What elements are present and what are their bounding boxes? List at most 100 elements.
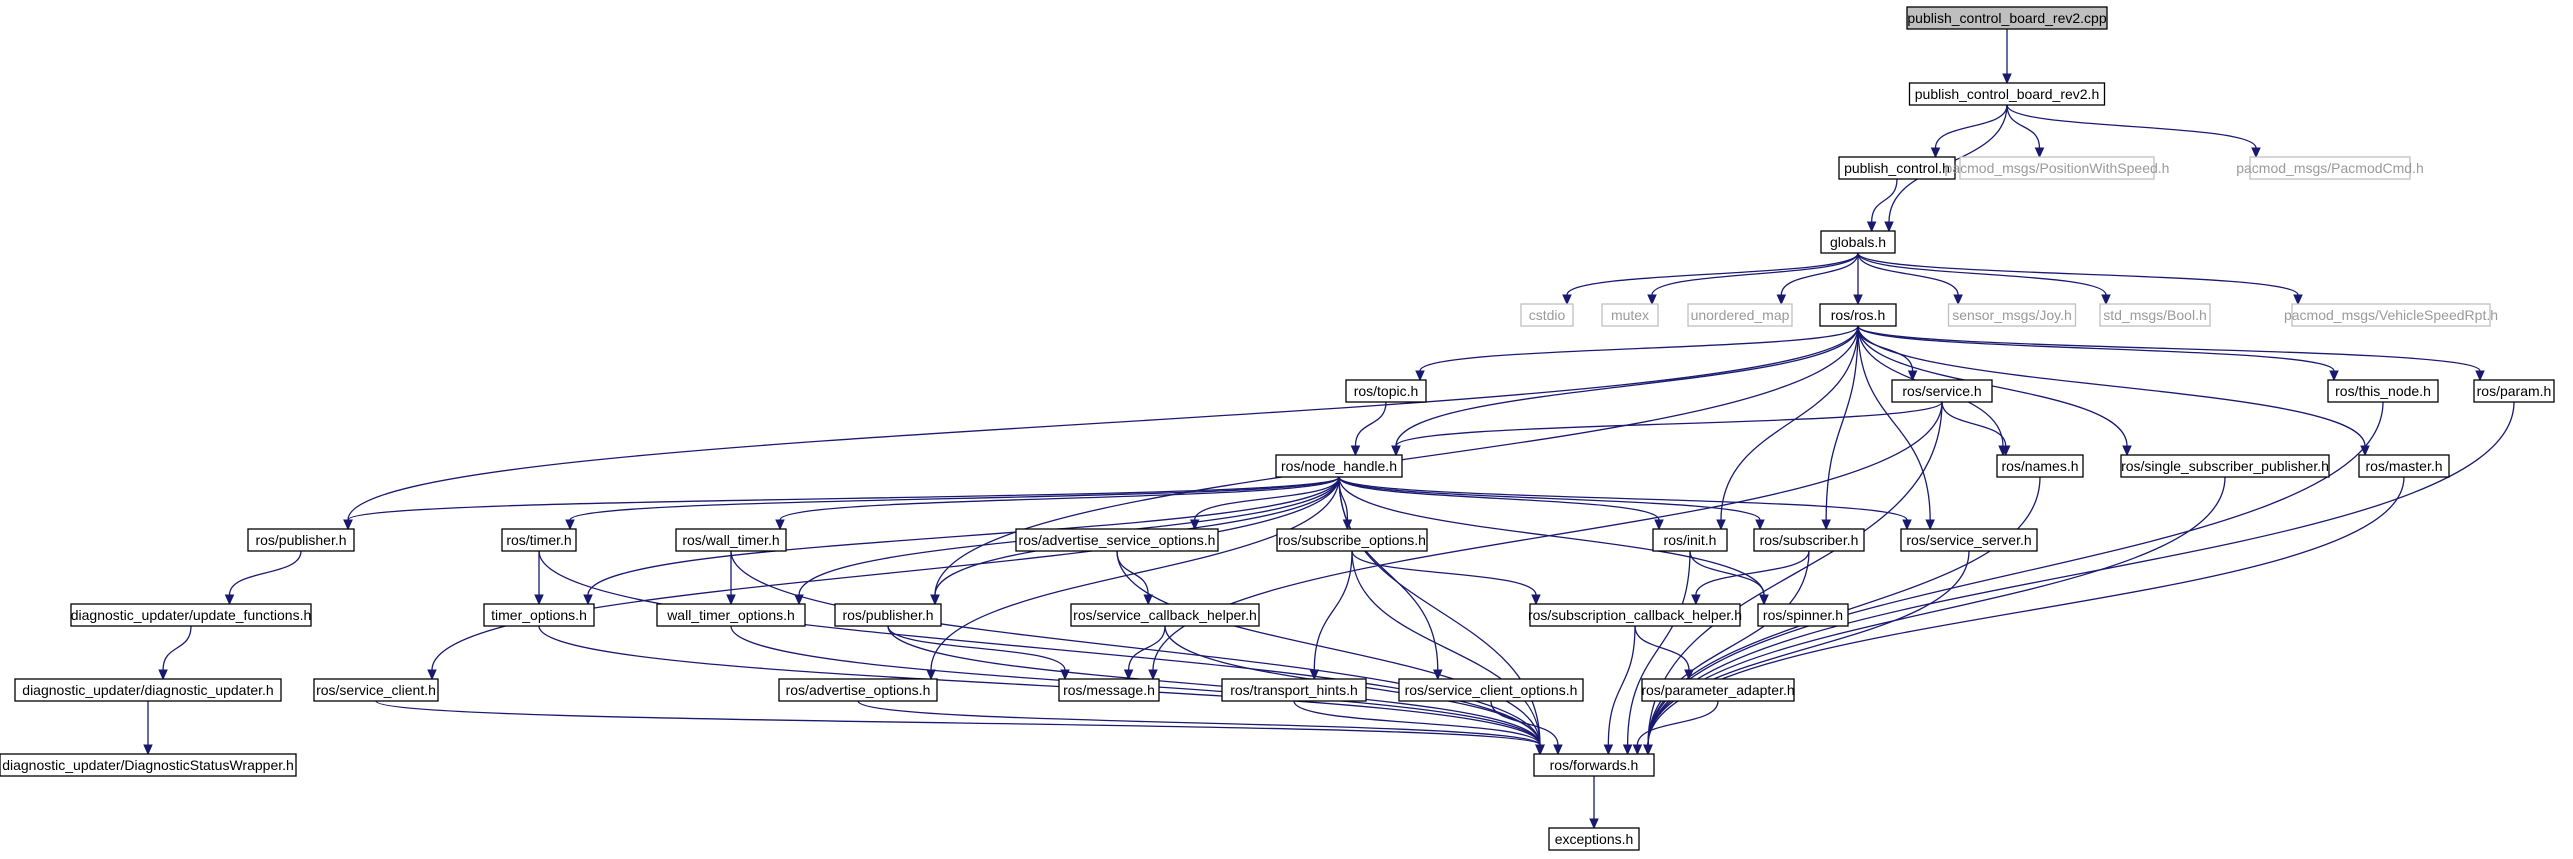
- node-box: [1996, 454, 2084, 478]
- edge-line: [1647, 550, 1810, 746]
- node-box: [313, 678, 439, 702]
- node-cstdio: cstdio: [1520, 303, 1574, 327]
- node-box: [1275, 454, 1403, 478]
- edge-arrowhead: [775, 519, 785, 531]
- node-box: [1221, 678, 1367, 702]
- node-ros-spinner-h[interactable]: ros/spinner.h: [1757, 603, 1849, 627]
- node-box: [1906, 6, 2108, 30]
- edge-line: [538, 550, 1541, 746]
- edge-arrowhead: [143, 744, 153, 756]
- edge-arrowhead: [2101, 294, 2111, 306]
- edge-n26-to-n35: [1689, 550, 1769, 606]
- node-label: diagnostic_updater/update_functions.h: [71, 607, 312, 623]
- edge-n9-to-n26: [1716, 325, 1859, 531]
- edge-arrowhead: [1755, 519, 1765, 531]
- node-box: [1838, 156, 1956, 180]
- node-ros-master-h[interactable]: ros/master.h: [2358, 454, 2450, 478]
- node-ros-publisher-h[interactable]: ros/publisher.h: [247, 528, 355, 552]
- node-box: [1345, 379, 1427, 403]
- node-label: ros/param.h: [2477, 383, 2552, 399]
- node-pacmod-msgs-positionwithspeed-h: pacmod_msgs/PositionWithSpeed.h: [1945, 156, 2169, 180]
- node-ros-service-client-h[interactable]: ros/service_client.h: [313, 678, 439, 702]
- edge-arrowhead: [1553, 744, 1563, 756]
- edge-n24-to-n44: [1116, 550, 1545, 756]
- node-ros-advertise-service-options-h[interactable]: ros/advertise_service_options.h: [1015, 528, 1219, 552]
- node-ros-subscriber-h[interactable]: ros/subscriber.h: [1753, 528, 1865, 552]
- edge-line: [587, 476, 1340, 596]
- edge-n5-to-n10: [1857, 252, 1963, 306]
- node-pacmod-msgs-pacmodcmd-h: pacmod_msgs/PacmodCmd.h: [2236, 156, 2424, 180]
- node-ros-transport-hints-h[interactable]: ros/transport_hints.h: [1221, 678, 1367, 702]
- node-ros-subscription-callback-helper-h[interactable]: ros/subscription_callback_helper.h: [1528, 603, 1742, 627]
- node-label: std_msgs/Bool.h: [2103, 307, 2207, 323]
- node-timer-options-h[interactable]: timer_options.h: [483, 603, 595, 627]
- node-ros-message-h[interactable]: ros/message.h: [1058, 678, 1160, 702]
- node-box: [1398, 678, 1584, 702]
- edge-n34-to-n42: [1634, 625, 1694, 681]
- node-ros-single-subscriber-publisher-h[interactable]: ros/single_subscriber_publisher.h: [2120, 454, 2330, 478]
- node-ros-node-handle-h[interactable]: ros/node_handle.h: [1275, 454, 1403, 478]
- node-ros-publisher-h[interactable]: ros/publisher.h: [834, 603, 942, 627]
- node-ros-wall-timer-h[interactable]: ros/wall_timer.h: [675, 528, 787, 552]
- edge-n33-to-n39: [1123, 625, 1166, 681]
- node-label: ros/service.h: [1902, 383, 1981, 399]
- edge-line: [2006, 104, 2257, 149]
- edge-n25-to-n40: [1309, 550, 1353, 681]
- node-label: ros/message.h: [1063, 682, 1155, 698]
- edge-line: [1338, 476, 1908, 521]
- node-box: [70, 603, 312, 627]
- node-label: publish_control_board_rev2.cpp: [1907, 10, 2106, 26]
- node-diagnostic-updater-update-functions-h[interactable]: diagnostic_updater/update_functions.h: [70, 603, 312, 627]
- node-ros-subscribe-options-h[interactable]: ros/subscribe_options.h: [1276, 528, 1428, 552]
- node-ros-service-h[interactable]: ros/service.h: [1891, 379, 1993, 403]
- edge-arrowhead: [1562, 294, 1572, 306]
- node-label: ros/subscriber.h: [1760, 532, 1859, 548]
- node-ros-names-h[interactable]: ros/names.h: [1996, 454, 2084, 478]
- node-wall-timer-options-h[interactable]: wall_timer_options.h: [656, 603, 806, 627]
- node-publish-control-board-rev2-cpp[interactable]: publish_control_board_rev2.cpp: [1906, 6, 2108, 30]
- node-label: pacmod_msgs/VehicleSpeedRpt.h: [2284, 307, 2498, 323]
- node-ros-parameter-adapter-h[interactable]: ros/parameter_adapter.h: [1641, 678, 1795, 702]
- node-ros-timer-h[interactable]: ros/timer.h: [501, 528, 577, 552]
- edge-n5-to-n7: [1647, 252, 1859, 306]
- node-box: [1520, 303, 1574, 327]
- edge-arrowhead: [1716, 519, 1726, 531]
- node-ros-advertise-options-h[interactable]: ros/advertise_options.h: [778, 678, 938, 702]
- node-ros-service-client-options-h[interactable]: ros/service_client_options.h: [1398, 678, 1584, 702]
- edge-arrowhead: [2293, 294, 2303, 306]
- edge-n25-to-n44: [1351, 550, 1545, 756]
- edge-line: [1857, 325, 2366, 447]
- node-label: ros/master.h: [2365, 458, 2442, 474]
- edge-line: [1651, 252, 1859, 296]
- node-label: ros/node_handle.h: [1281, 458, 1397, 474]
- node-ros-topic-h[interactable]: ros/topic.h: [1345, 379, 1427, 403]
- edge-arrowhead: [1884, 221, 1894, 233]
- edge-line: [1338, 476, 1660, 521]
- node-box: [834, 603, 942, 627]
- node-publish-control-h[interactable]: publish_control.h: [1838, 156, 1956, 180]
- node-exceptions-h[interactable]: exceptions.h: [1548, 827, 1640, 851]
- node-ros-this-node-h[interactable]: ros/this_node.h: [2327, 379, 2439, 403]
- edge-n34-to-n44: [1603, 625, 1636, 756]
- node-label: ros/single_subscriber_publisher.h: [2121, 458, 2329, 474]
- node-ros-service-server-h[interactable]: ros/service_server.h: [1900, 528, 2038, 552]
- node-globals-h[interactable]: globals.h: [1820, 230, 1896, 254]
- node-publish-control-board-rev2-h[interactable]: publish_control_board_rev2.h: [1908, 82, 2106, 106]
- node-diagnostic-updater-diagnosticstatuswrapper-h[interactable]: diagnostic_updater/DiagnosticStatusWrapp…: [0, 753, 297, 777]
- node-box: [1641, 678, 1795, 702]
- node-ros-ros-h[interactable]: ros/ros.h: [1819, 303, 1897, 327]
- node-label: ros/ros.h: [1831, 307, 1885, 323]
- node-ros-service-callback-helper-h[interactable]: ros/service_callback_helper.h: [1070, 603, 1260, 627]
- node-box: [1276, 528, 1428, 552]
- node-box: [1908, 82, 2106, 106]
- edge-arrowhead: [224, 594, 235, 606]
- edge-line: [1607, 625, 1636, 746]
- node-diagnostic-updater-diagnostic-updater-h[interactable]: diagnostic_updater/diagnostic_updater.h: [14, 678, 282, 702]
- node-ros-forwards-h[interactable]: ros/forwards.h: [1533, 753, 1655, 777]
- edge-n9-to-n27: [1821, 325, 1859, 531]
- edge-line: [779, 476, 1340, 521]
- node-label: ros/wall_timer.h: [682, 532, 779, 548]
- edge-line: [1395, 325, 1859, 447]
- node-ros-param-h[interactable]: ros/param.h: [2473, 379, 2555, 403]
- node-ros-init-h[interactable]: ros/init.h: [1652, 528, 1728, 552]
